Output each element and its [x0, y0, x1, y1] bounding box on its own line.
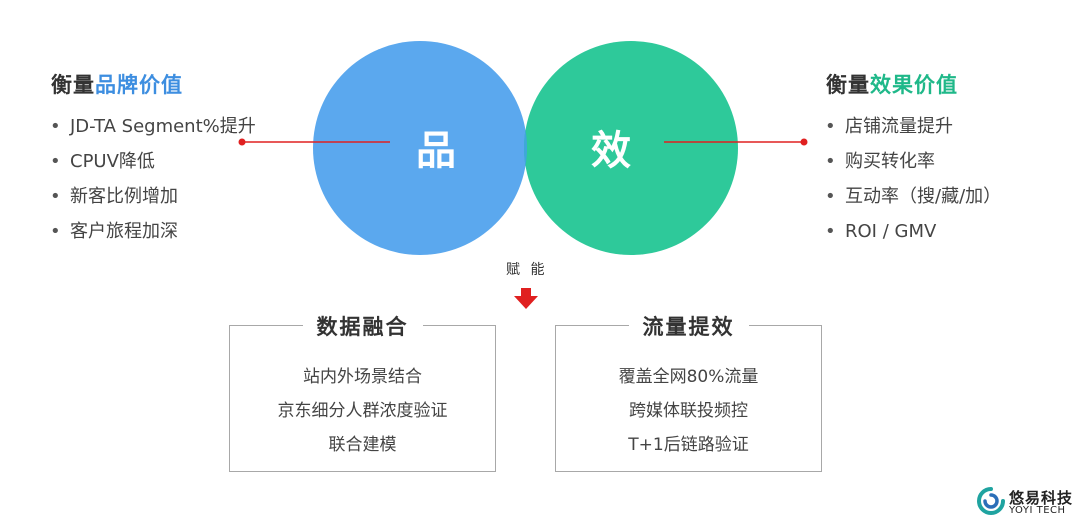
effect-circle: [524, 41, 738, 255]
heading-highlight: 品牌价值: [95, 73, 183, 97]
heading-prefix: 衡量: [51, 73, 95, 97]
list-item: •JD-TA Segment%提升: [50, 116, 256, 137]
down-arrow-icon: [514, 288, 538, 309]
list-item: •ROI / GMV: [825, 221, 937, 242]
list-item: •新客比例增加: [50, 186, 178, 207]
list-item: 联合建模: [328, 435, 397, 455]
left-connector-dot: [238, 138, 246, 146]
list-item: •店铺流量提升: [825, 116, 953, 137]
list-item: •客户旅程加深: [50, 221, 178, 242]
heading-prefix: 衡量: [826, 73, 870, 97]
effect-label: 效: [591, 128, 631, 174]
empower-label: 赋 能: [506, 262, 548, 278]
brand-label: 品: [416, 128, 456, 174]
heading-highlight: 效果价值: [870, 73, 958, 97]
list-item: 跨媒体联投频控: [629, 401, 748, 421]
brand-value-heading: 衡量品牌价值: [51, 69, 183, 99]
brand-value-list: •JD-TA Segment%提升 •CPUV降低 •新客比例增加 •客户旅程加…: [50, 109, 256, 249]
logo-cn: 悠易科技: [1009, 489, 1074, 507]
list-item: T+1后链路验证: [628, 435, 749, 455]
list-item: •CPUV降低: [50, 151, 155, 172]
logo-en: YOYI TECH: [1009, 505, 1066, 516]
effect-value-list: •店铺流量提升 •购买转化率 •互动率（搜/藏/加） •ROI / GMV: [825, 109, 1001, 249]
brand-circle: [313, 41, 527, 255]
yoyi-logo-icon: [977, 487, 1005, 515]
list-item: •购买转化率: [825, 151, 935, 172]
effect-value-heading: 衡量效果价值: [826, 69, 958, 99]
data-fusion-box: 数据融合 站内外场景结合 京东细分人群浓度验证 联合建模: [229, 311, 496, 472]
list-item: •互动率（搜/藏/加）: [825, 186, 1002, 207]
box-title: 流量提效: [628, 311, 749, 341]
list-item: 站内外场景结合: [303, 367, 422, 387]
traffic-efficiency-box: 流量提效 覆盖全网80%流量 跨媒体联投频控 T+1后链路验证: [555, 311, 822, 472]
box-title: 数据融合: [302, 311, 423, 341]
right-connector-dot: [800, 138, 808, 146]
list-item: 覆盖全网80%流量: [618, 367, 759, 387]
list-item: 京东细分人群浓度验证: [277, 401, 448, 421]
